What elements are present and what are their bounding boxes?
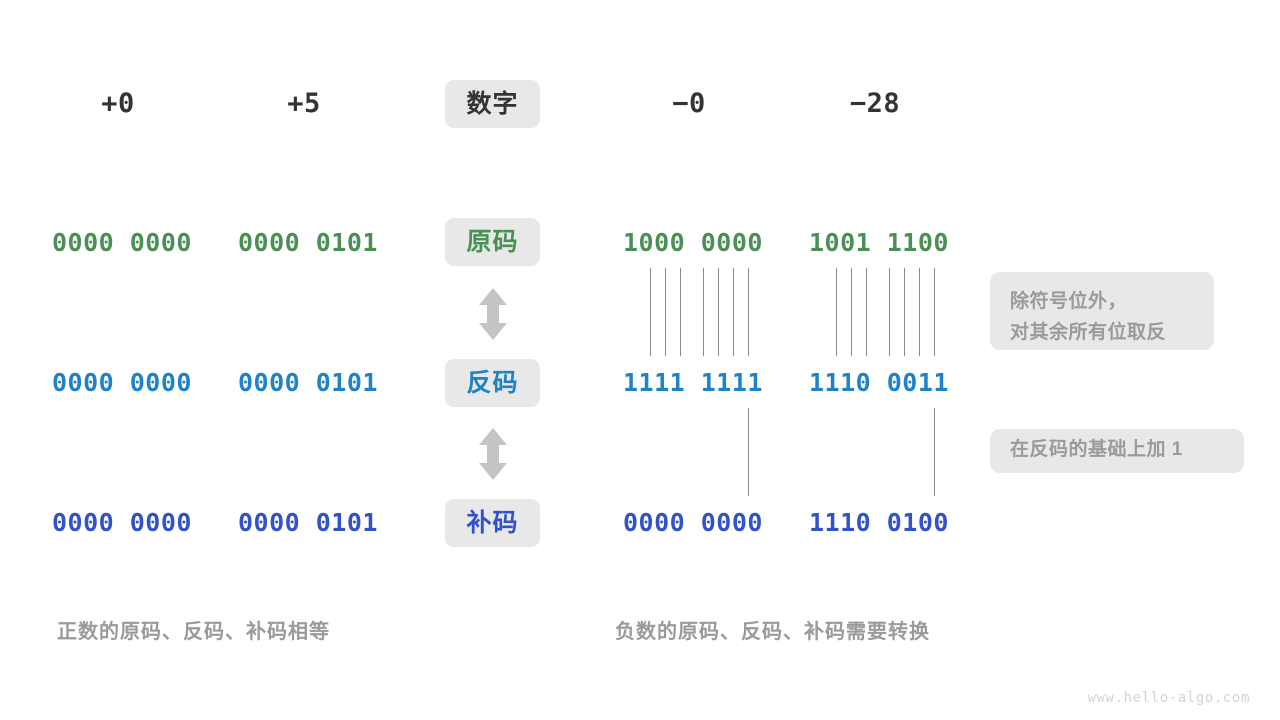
row-sign-magnitude-cell-minus-zero: 1000 0000 [623,228,763,257]
bit-connector-line [703,268,704,356]
row-label-twos-complement: 补码 [445,499,540,547]
column-header-plus-zero: +0 [101,88,135,119]
bit-connector-line [851,268,852,356]
column-header-plus-five: +5 [287,88,321,119]
carry-connector-line [934,408,935,496]
row-twos-complement-cell-plus-five: 0000 0101 [238,508,378,537]
row-sign-magnitude-cell-plus-five: 0000 0101 [238,228,378,257]
row-label-ones-complement: 反码 [445,359,540,407]
row-twos-complement-cell-plus-zero: 0000 0000 [52,508,192,537]
bit-connector-line [748,268,749,356]
row-ones-complement-cell-plus-zero: 0000 0000 [52,368,192,397]
annotation-add-one: 在反码的基础上加 1 [990,429,1244,473]
column-header-minus-zero: −0 [672,88,706,119]
row-label-sign-magnitude: 原码 [445,218,540,266]
bit-connector-line [866,268,867,356]
bit-connector-line [665,268,666,356]
bit-connector-line [650,268,651,356]
column-header-minus-twentyeight: −28 [849,88,901,119]
arrow-up-down-icon [476,428,510,480]
annotation-invert-bits: 除符号位外， 对其余所有位取反 [990,272,1214,350]
column-header-number-chip: 数字 [445,80,540,128]
site-watermark: www.hello-algo.com [1087,690,1250,706]
carry-connector-line [748,408,749,496]
row-ones-complement-cell-plus-five: 0000 0101 [238,368,378,397]
bit-connector-line [733,268,734,356]
bit-connector-line [934,268,935,356]
row-twos-complement-cell-minus-zero: 0000 0000 [623,508,763,537]
bit-connector-line [904,268,905,356]
bit-connector-line [919,268,920,356]
row-sign-magnitude-cell-minus-twentyeight: 1001 1100 [809,228,949,257]
row-ones-complement-cell-minus-twentyeight: 1110 0011 [809,368,949,397]
bit-connector-line [836,268,837,356]
caption-negative-convert: 负数的原码、反码、补码需要转换 [615,621,930,643]
row-sign-magnitude-cell-plus-zero: 0000 0000 [52,228,192,257]
row-ones-complement-cell-minus-zero: 1111 1111 [623,368,763,397]
bit-connector-line [889,268,890,356]
caption-positive-equal: 正数的原码、反码、补码相等 [57,621,330,643]
arrow-up-down-icon [476,288,510,340]
bit-connector-line [718,268,719,356]
bit-connector-line [680,268,681,356]
row-twos-complement-cell-minus-twentyeight: 1110 0100 [809,508,949,537]
